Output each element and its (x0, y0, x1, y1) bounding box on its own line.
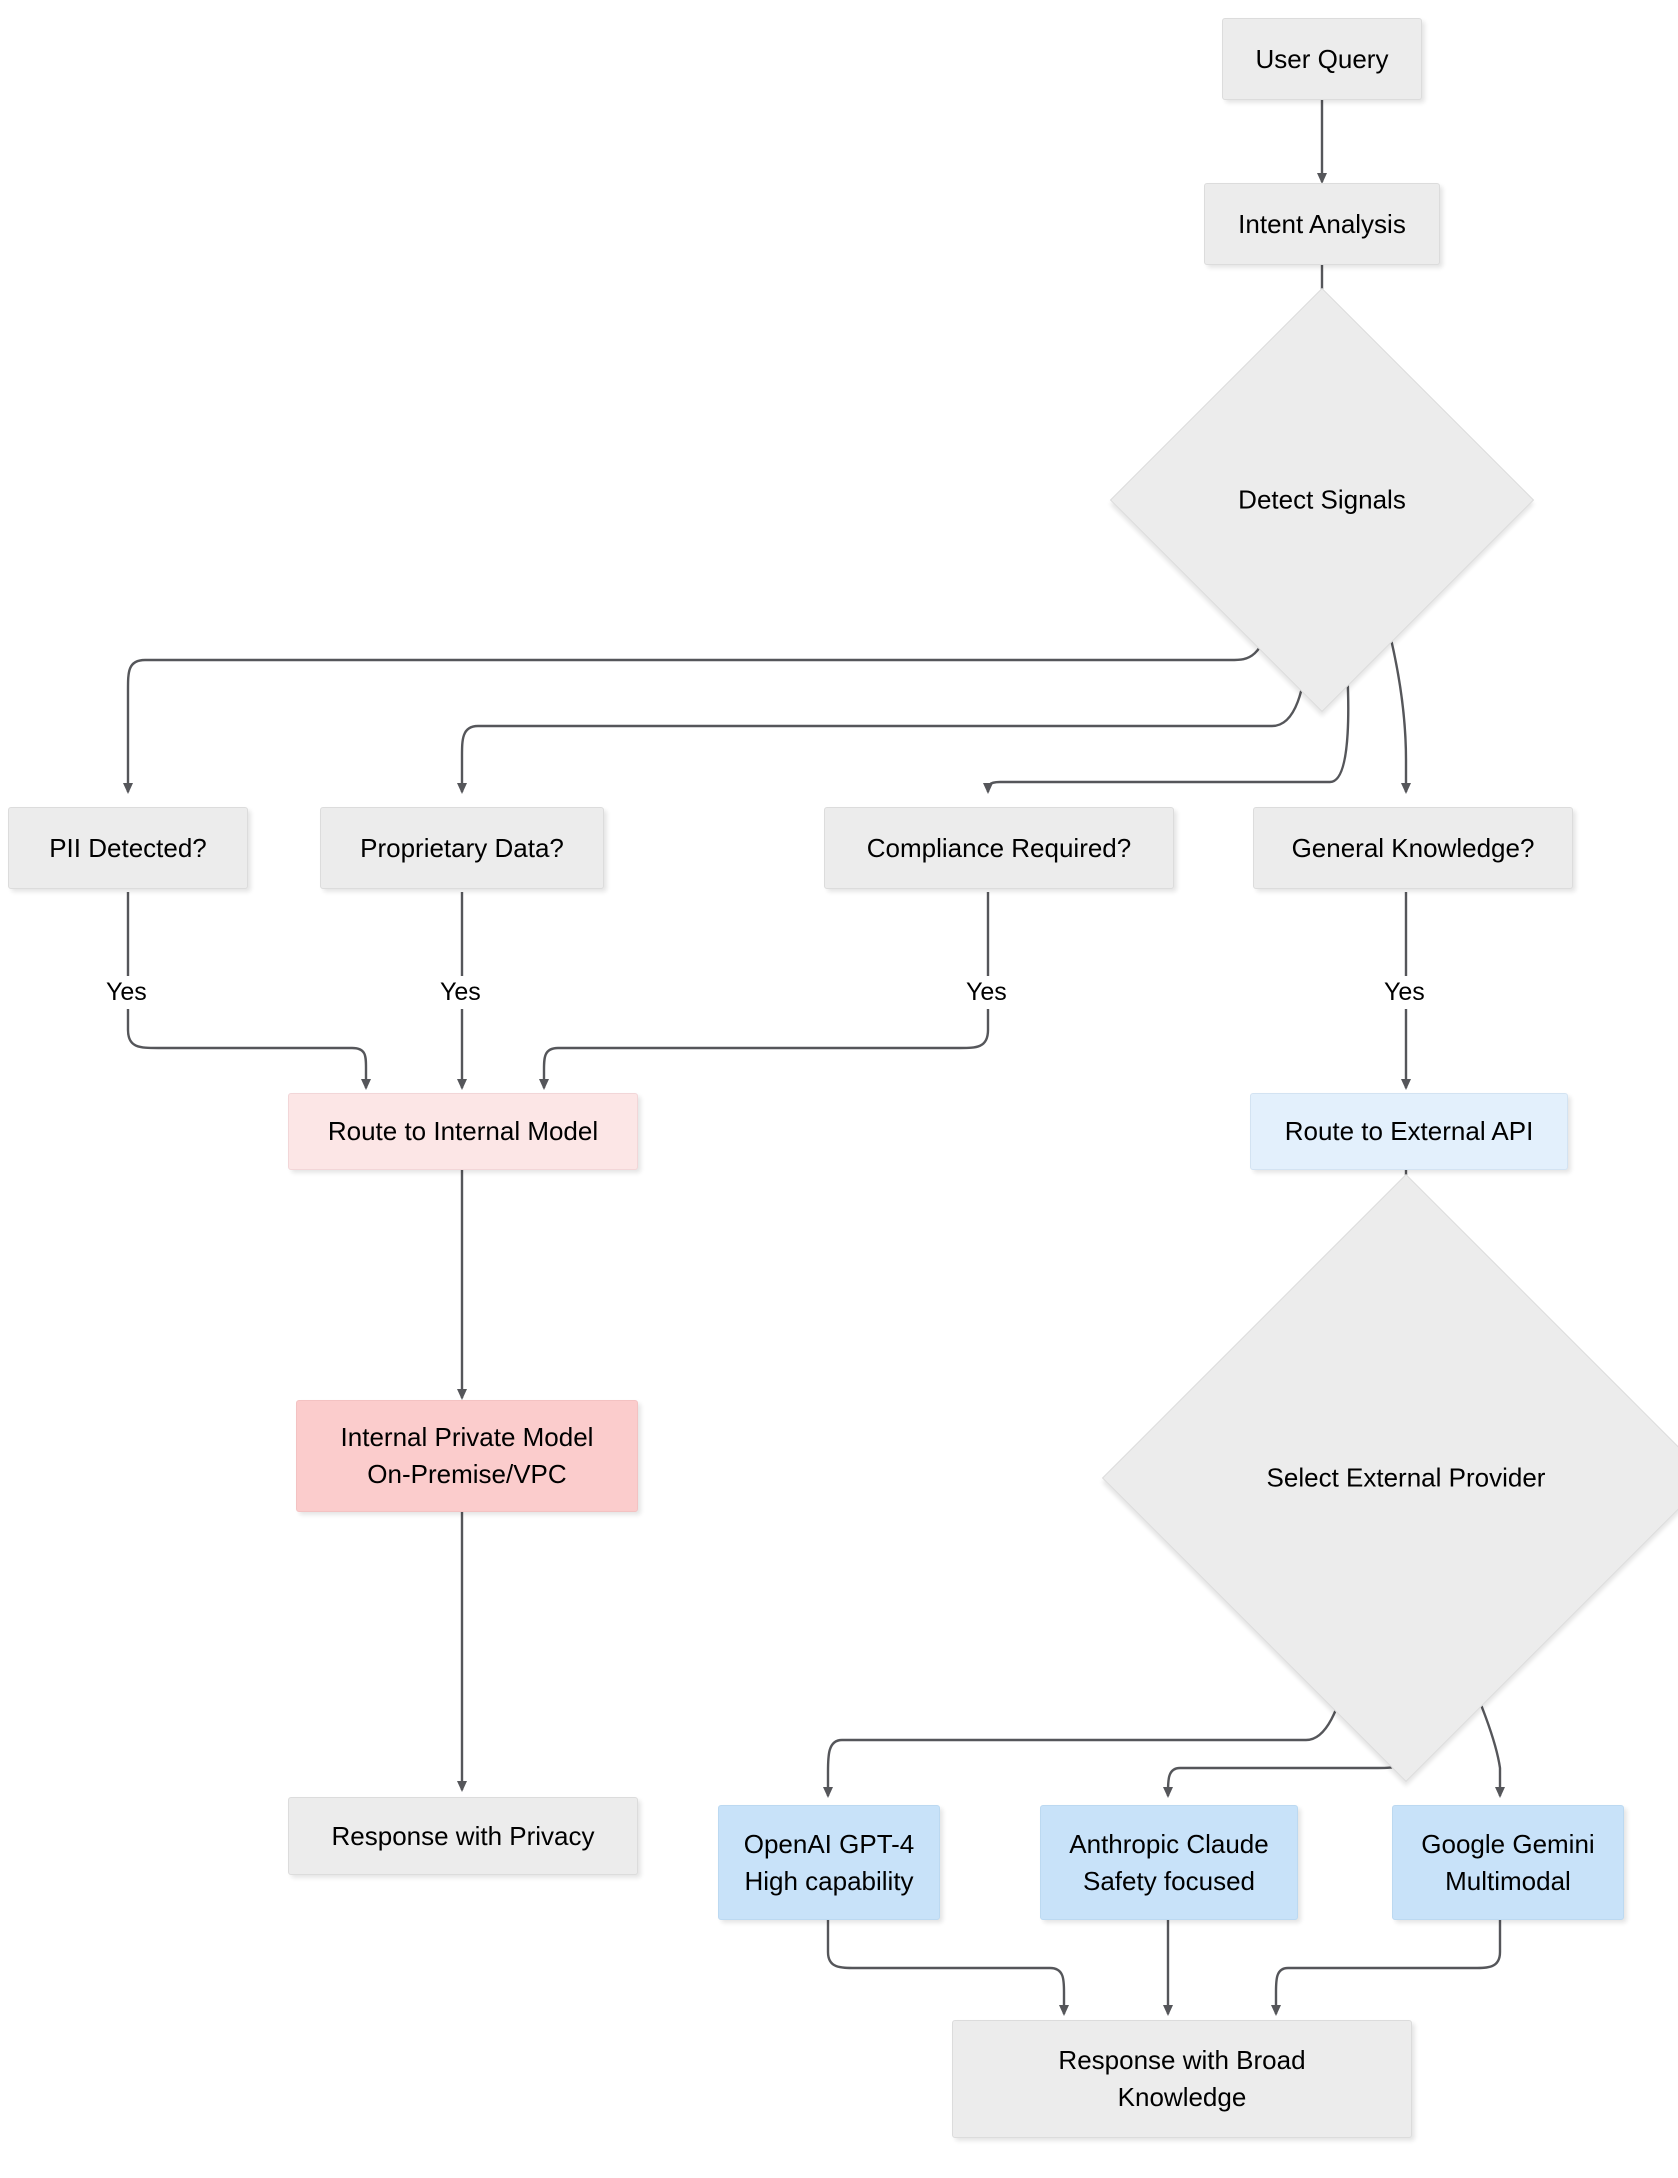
node-internal-private-model-label: Internal Private Model On-Premise/VPC (340, 1422, 594, 1489)
node-google-gemini[interactable]: Google Gemini Multimodal (1392, 1805, 1624, 1920)
node-route-to-internal-model[interactable]: Route to Internal Model (288, 1093, 638, 1170)
node-route-to-external-api[interactable]: Route to External API (1250, 1093, 1568, 1170)
node-route-to-internal-model-label: Route to Internal Model (327, 1116, 599, 1147)
node-user-query-label: User Query (1255, 43, 1389, 74)
node-detect-signals-label: Detect Signals (1238, 484, 1406, 515)
node-proprietary-data-label: Proprietary Data? (360, 832, 564, 863)
edge-openai-to-response-broad (826, 1920, 1069, 2016)
node-detect-signals[interactable]: Detect Signals (1109, 287, 1535, 713)
edge-label-proprietary-yes: Yes (434, 976, 487, 1009)
node-intent-analysis[interactable]: Intent Analysis (1204, 183, 1440, 265)
node-openai-gpt4[interactable]: OpenAI GPT-4 High capability (718, 1805, 940, 1920)
node-compliance-required[interactable]: Compliance Required? (824, 807, 1174, 889)
node-internal-private-model[interactable]: Internal Private Model On-Premise/VPC (296, 1400, 638, 1512)
node-openai-gpt4-label: OpenAI GPT-4 High capability (743, 1828, 915, 1896)
node-general-knowledge[interactable]: General Knowledge? (1253, 807, 1573, 889)
edge-detect-to-proprietary (457, 639, 1312, 794)
node-route-to-external-api-label: Route to External API (1284, 1116, 1534, 1147)
node-response-with-broad-knowledge-label: Response with Broad Knowledge (1058, 2045, 1306, 2112)
node-pii-detected[interactable]: PII Detected? (8, 807, 248, 889)
edge-label-compliance-yes: Yes (960, 976, 1013, 1009)
edge-detect-to-pii (123, 605, 1280, 794)
edge-label-pii-yes: Yes (100, 976, 153, 1009)
edge-gemini-to-response-broad (1271, 1920, 1502, 2016)
node-user-query[interactable]: User Query (1222, 18, 1422, 100)
edge-compliance-to-route-internal (539, 892, 990, 1090)
node-anthropic-claude-label: Anthropic Claude Safety focused (1069, 1828, 1269, 1896)
node-select-external-provider-label: Select External Provider (1266, 1462, 1546, 1493)
edge-label-general-yes: Yes (1378, 976, 1431, 1009)
node-anthropic-claude[interactable]: Anthropic Claude Safety focused (1040, 1805, 1298, 1920)
node-response-with-privacy[interactable]: Response with Privacy (288, 1797, 638, 1875)
node-intent-analysis-label: Intent Analysis (1238, 208, 1406, 239)
node-general-knowledge-label: General Knowledge? (1291, 832, 1535, 863)
node-select-external-provider[interactable]: Select External Provider (1101, 1173, 1678, 1783)
edge-pii-to-route-internal (126, 892, 371, 1090)
node-compliance-required-label: Compliance Required? (866, 832, 1132, 863)
node-response-with-privacy-label: Response with Privacy (331, 1820, 595, 1851)
node-google-gemini-label: Google Gemini Multimodal (1421, 1828, 1595, 1896)
node-pii-detected-label: PII Detected? (49, 832, 207, 863)
node-proprietary-data[interactable]: Proprietary Data? (320, 807, 604, 889)
node-response-with-broad-knowledge[interactable]: Response with Broad Knowledge (952, 2020, 1412, 2138)
